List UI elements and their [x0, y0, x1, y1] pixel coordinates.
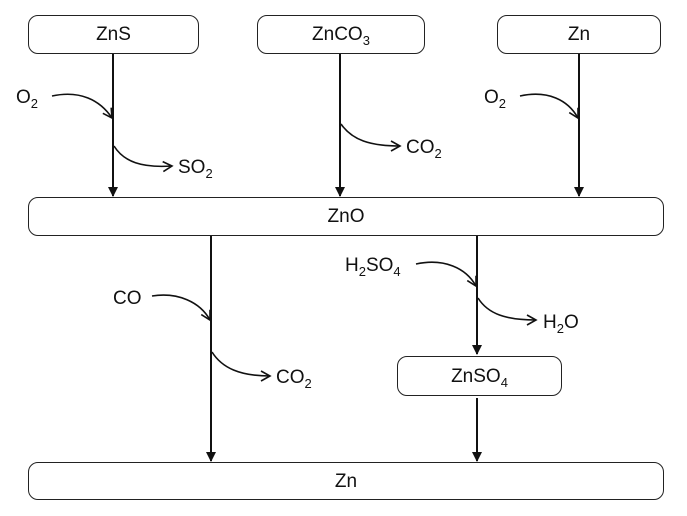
znso4-label: ZnSO4 — [451, 365, 508, 390]
znco3-label: ZnCO3 — [312, 24, 370, 48]
zns-box: ZnS — [28, 15, 199, 54]
o2-left-label: O2 — [16, 87, 39, 111]
arrow-o2-in-right — [519, 93, 579, 120]
zn-bottom-label: Zn — [334, 470, 358, 492]
arrow-co-in — [151, 294, 211, 322]
arrow-co2-out-bottom — [211, 351, 272, 382]
zns-label: ZnS — [96, 24, 131, 45]
arrow-h2so4-in — [415, 261, 477, 288]
h2so4-label: H2SO4 — [345, 255, 401, 279]
zno-box: ZnO — [28, 197, 664, 236]
co2-mid-label: CO2 — [406, 137, 442, 161]
arrow-o2-in-left — [51, 93, 113, 120]
co-label: CO — [113, 288, 142, 309]
znso4-box: ZnSO4 — [397, 356, 562, 396]
zno-label: ZnO — [327, 206, 365, 227]
zn-top-label: Zn — [567, 24, 591, 45]
arrow-h2o-out — [477, 297, 538, 326]
h2o-label: H2O — [543, 312, 579, 336]
arrow-so2-out — [113, 145, 174, 173]
o2-right-label: O2 — [484, 87, 507, 111]
so2-label: SO2 — [178, 157, 213, 181]
znco3-box: ZnCO3 — [257, 15, 425, 54]
zn-top-box: Zn — [497, 15, 661, 54]
arrow-co2-out-mid — [340, 123, 402, 152]
co2-bottom-label: CO2 — [276, 367, 312, 391]
zn-bottom-box: Zn — [28, 462, 664, 500]
